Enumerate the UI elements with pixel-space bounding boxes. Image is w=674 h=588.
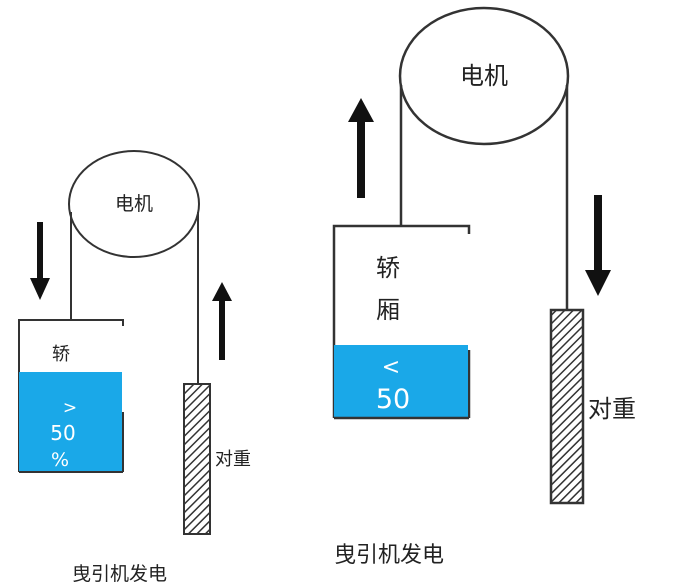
right-car-label-line2: 厢 bbox=[376, 296, 400, 324]
left-load-fill bbox=[19, 372, 122, 472]
right-car-label-line1: 轿 bbox=[376, 254, 400, 282]
left-caption: 曳引机发电 bbox=[72, 563, 167, 584]
right-counterweight-down-arrow bbox=[585, 195, 611, 296]
left-motor-label: 电机 bbox=[115, 193, 153, 215]
right-counterweight bbox=[549, 308, 585, 505]
right-caption: 曳引机发电 bbox=[334, 543, 444, 568]
right-motor-label: 电机 bbox=[460, 62, 508, 90]
left-load-line1: > bbox=[63, 398, 77, 418]
right-load-line2: 50 bbox=[376, 384, 410, 415]
left-counterweight-up-arrow bbox=[212, 282, 232, 360]
left-diagram: 电机 轿 > 50 % 对重 曳引机发电 bbox=[18, 150, 251, 585]
right-car-frame bbox=[332, 224, 471, 418]
left-counterweight-label: 对重 bbox=[215, 449, 251, 470]
left-car-down-arrow bbox=[30, 222, 50, 300]
left-car-label: 轿 bbox=[52, 344, 70, 365]
right-load-line1: < bbox=[382, 355, 400, 380]
right-load-fill bbox=[334, 345, 468, 418]
right-diagram: 电机 轿 厢 < 50 对重 曳引机发电 bbox=[332, 6, 636, 568]
left-motor-pulley bbox=[68, 150, 200, 258]
left-load-line3: % bbox=[51, 449, 69, 471]
right-motor-pulley bbox=[398, 6, 570, 146]
right-car-up-arrow bbox=[348, 98, 374, 198]
left-load-line2: 50 bbox=[50, 421, 75, 445]
right-counterweight-label: 对重 bbox=[588, 395, 636, 423]
left-counterweight bbox=[183, 383, 211, 535]
